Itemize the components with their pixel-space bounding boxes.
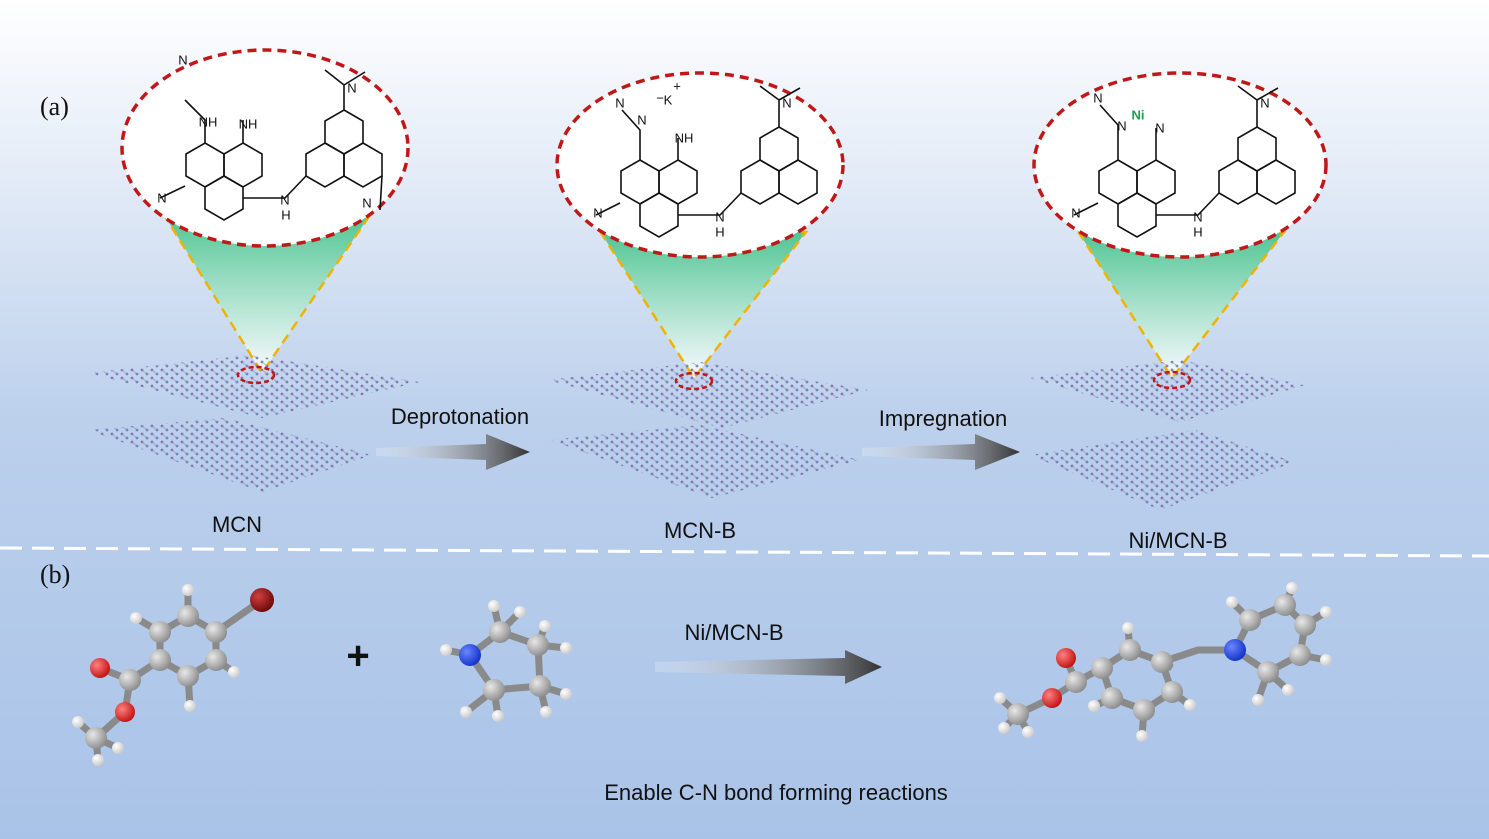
material-label-mcn: MCN bbox=[211, 512, 263, 537]
sheet-layer bbox=[548, 362, 868, 428]
sheet-layer bbox=[1030, 430, 1295, 510]
step-label-impregnation: Impregnation bbox=[878, 406, 1008, 431]
atom-label: N bbox=[615, 96, 624, 111]
atom-label: H bbox=[281, 208, 290, 223]
focus-ring bbox=[674, 371, 714, 391]
atom-label: N bbox=[1093, 91, 1102, 106]
caption: Enable C-N bond forming reactions bbox=[604, 780, 948, 805]
nickel-label: Ni bbox=[1132, 108, 1145, 123]
structure-bubble-ni-mcn-b bbox=[1032, 71, 1328, 259]
atom-label: H bbox=[1193, 225, 1202, 240]
heptazine-structure-ni-mcn-b: N N N Ni N N N H bbox=[1071, 85, 1296, 240]
atom-label: N bbox=[157, 191, 166, 206]
impregnation-arrow bbox=[862, 434, 1020, 470]
aryl-bromide-molecule bbox=[72, 584, 274, 766]
atom-label: NH bbox=[239, 117, 258, 132]
panel-label-a: (a) bbox=[40, 92, 69, 121]
magnify-cone-ni-mcn-b bbox=[1069, 220, 1287, 381]
material-label-ni-mcn-b: Ni/MCN-B bbox=[1128, 528, 1228, 553]
atom-label: N bbox=[1155, 121, 1164, 136]
reaction-arrow bbox=[655, 650, 882, 684]
sheet-layer bbox=[88, 418, 372, 492]
heptazine-structure-mcn-b: N N − K + NH N N N H bbox=[593, 79, 818, 240]
pyrrolidine-molecule bbox=[440, 600, 572, 722]
panel-label-b: (b) bbox=[40, 560, 71, 589]
structure-bubble-mcn bbox=[120, 48, 410, 248]
atom-label: N bbox=[362, 196, 371, 211]
atom-label: N bbox=[1117, 119, 1126, 134]
atom-label: N bbox=[1260, 96, 1269, 111]
atom-label: N bbox=[782, 96, 791, 111]
charge-label: + bbox=[673, 79, 681, 94]
charge-label: − bbox=[656, 91, 664, 106]
atom-label: N bbox=[178, 53, 187, 68]
atom-label: K bbox=[664, 93, 673, 108]
atom-label: N bbox=[1193, 210, 1202, 225]
atom-label: H bbox=[715, 225, 724, 240]
heptazine-structure-mcn: N NH NH N N N H N bbox=[157, 53, 383, 223]
atom-label: N bbox=[593, 206, 602, 221]
deprotonation-arrow bbox=[376, 434, 530, 470]
atom-label: NH bbox=[675, 131, 694, 146]
focus-ring bbox=[236, 365, 276, 385]
section-divider bbox=[0, 546, 1489, 558]
focus-ring bbox=[1152, 370, 1192, 390]
product-molecule bbox=[994, 582, 1332, 742]
structure-bubble-mcn-b bbox=[555, 71, 845, 259]
catalyst-label: Ni/MCN-B bbox=[684, 620, 784, 645]
atom-label: N bbox=[1071, 206, 1080, 221]
step-label-deprotonation: Deprotonation bbox=[390, 404, 530, 429]
magnify-cone-mcn-b bbox=[591, 220, 809, 381]
sheet-layer bbox=[550, 425, 860, 498]
atom-label: N bbox=[637, 113, 646, 128]
carbon-nitride-sheets bbox=[88, 355, 1305, 510]
atom-label: N bbox=[715, 210, 724, 225]
atom-label: N bbox=[280, 193, 289, 208]
sheet-layer bbox=[88, 355, 420, 418]
sheet-layer bbox=[1030, 360, 1305, 422]
atom-label: NH bbox=[199, 115, 218, 130]
plus-sign: + bbox=[346, 634, 370, 678]
material-label-mcn-b: MCN-B bbox=[663, 518, 737, 543]
atom-label: N bbox=[347, 81, 356, 96]
